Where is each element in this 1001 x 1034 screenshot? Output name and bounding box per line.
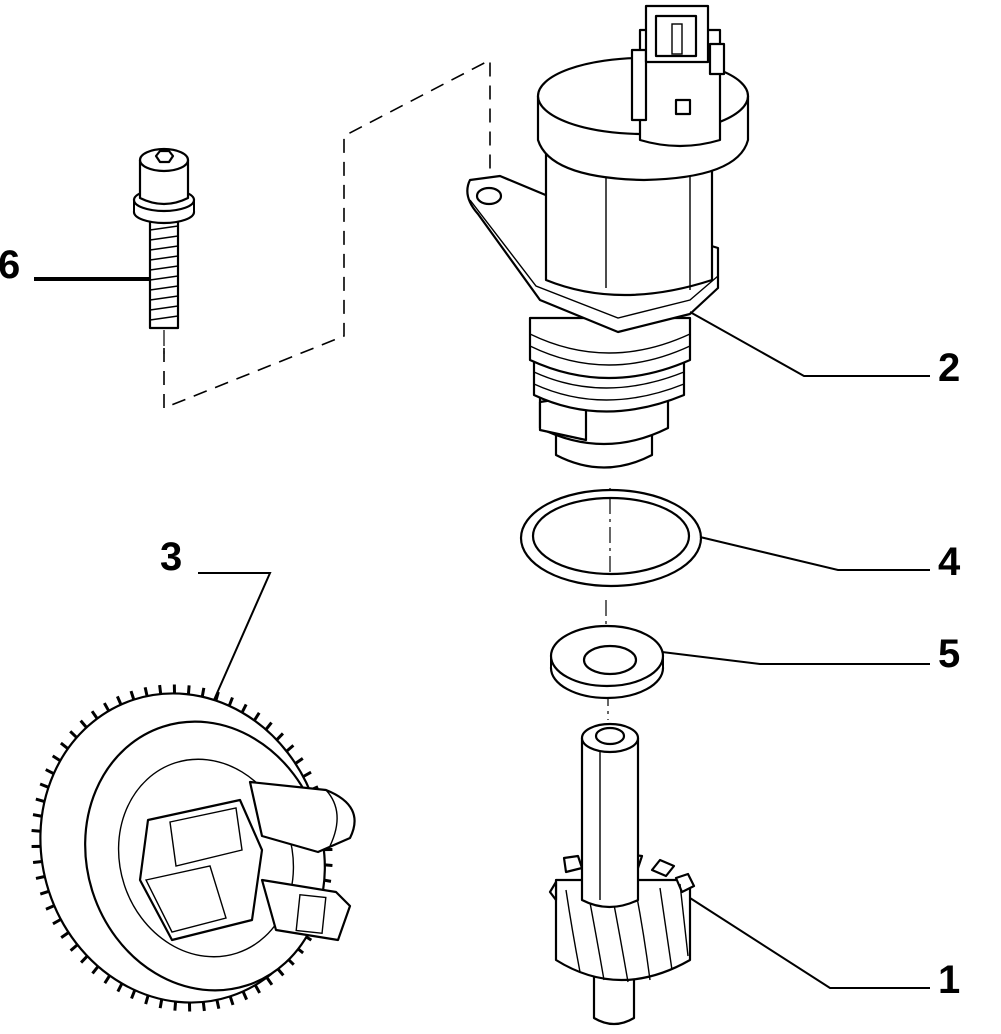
part-3-driven-gear: 3 [31,535,356,1012]
gear-tooth [158,998,164,1009]
gear-tooth [275,732,285,741]
gear-tooth [143,686,149,697]
gear-tooth [285,744,295,753]
gear-tooth [32,813,43,818]
gear-tooth [294,757,304,765]
gear-tooth [253,712,261,722]
pinion-gear-body [554,878,692,981]
callout-1-leader [689,897,930,989]
gear-tooth [79,719,88,729]
sensor-neck [528,316,692,380]
connector-socket [654,14,698,58]
connector-latch-right [708,42,726,76]
gear-hub [138,798,264,942]
gear-tooth [144,994,150,1005]
shaft-stub [592,968,636,1026]
gear-tooth [253,984,261,994]
gear-tooth [69,730,78,739]
gear-tooth [90,710,99,720]
screw-threads [149,225,179,321]
gear-tooth [39,889,50,896]
gear-tooth [45,904,55,911]
shaft-body [580,736,640,909]
gear-tooth [116,982,124,993]
gear-tooth [201,1001,206,1012]
callout-1: 1 [938,958,960,1002]
gear-tooth [60,931,70,939]
callout-3: 3 [160,535,182,579]
part-6-screw: 6 [0,58,491,410]
gear-tooth [228,995,235,1006]
gear-tooth [69,943,79,952]
gear-tooth [103,974,111,984]
gear-tooth [200,687,206,698]
gear-tooth [35,797,45,803]
gear-tooth [173,1001,178,1011]
gear-tooth [129,690,136,701]
gear-tooth [115,695,123,706]
gear-tooth [302,770,312,778]
gear-tooth [52,918,62,926]
callout-4-leader [699,536,930,571]
callout-3-leader [198,572,272,701]
callout-4: 4 [938,540,961,584]
sensor-body [544,148,714,297]
gear-tooth [265,976,274,986]
gear-tooth [186,685,191,695]
callout-2-leader [689,311,930,377]
mounting-path-dashed [163,58,491,410]
gear-tooth [32,859,43,865]
screw-shank [148,216,180,330]
connector-lock-icon [674,98,692,116]
gear-tooth [51,754,62,763]
gear-tooth [45,768,55,776]
callout-5: 5 [938,632,960,676]
gear-tooth [59,741,69,750]
shaft-tip [594,726,626,746]
gear-tooth [91,965,100,975]
gear-tooth [158,684,163,695]
hex-socket-icon [154,149,175,164]
screw-head [138,158,190,206]
gear-tooth [241,990,249,1001]
gear-tooth [39,782,50,789]
washer-hole [582,644,638,676]
gear-tooth [79,955,89,964]
flange-bolt-hole [475,186,503,206]
gear-tooth [130,989,137,1000]
callout-6: 6 [0,243,20,287]
part-1-pinion-shaft: 1 [548,722,960,1026]
part-5-washer: 5 [549,624,960,700]
gear-tooth [31,828,41,833]
gear-lug-lower [260,878,352,942]
callout-5-leader [661,651,930,665]
gear-tooth [264,721,273,731]
gear-tooth [215,999,221,1010]
gear-tooth [35,875,46,880]
connector-latch-left [630,48,648,122]
gear-tooth [103,702,111,712]
gear-lug-upper [248,780,356,854]
callout-2: 2 [938,346,960,390]
part-2-sensor: 2 [466,4,960,469]
part-4-o-ring: 4 [519,488,961,588]
o-ring-inner [531,496,691,576]
gear-tooth [240,703,248,714]
gear-tooth [227,696,234,707]
